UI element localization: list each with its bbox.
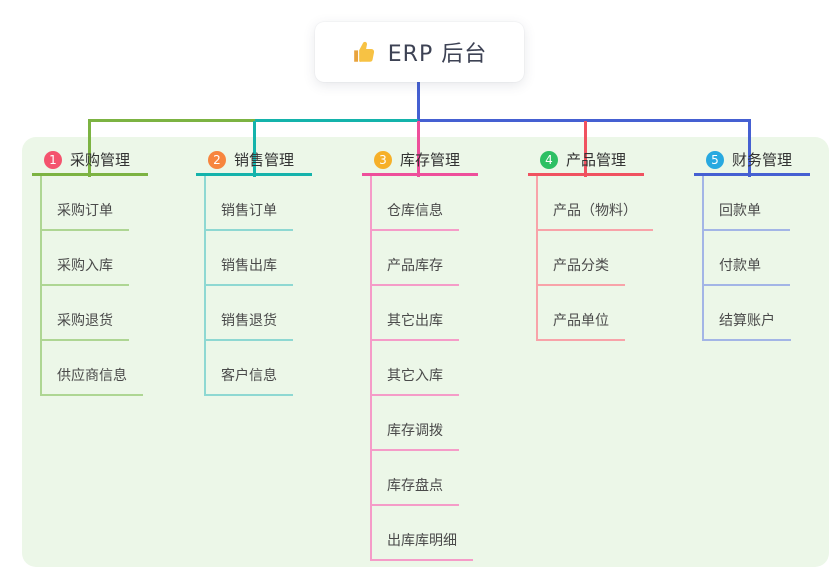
node-label: 供应商信息: [57, 368, 127, 384]
branch-header-inventory[interactable]: 3 库存管理: [362, 146, 478, 176]
node-label: 库存调拨: [387, 423, 443, 439]
connector-horizontal-purchase: [88, 119, 255, 122]
branches-panel: [22, 137, 829, 567]
node-label: 采购入库: [57, 258, 113, 274]
node-item[interactable]: 采购入库: [40, 231, 129, 286]
branch-spine: [536, 176, 538, 341]
node-label: 回款单: [719, 203, 761, 219]
branch-badge-4: 4: [540, 150, 558, 169]
branch-label-inventory: 库存管理: [400, 151, 461, 169]
branch-label-purchase: 采购管理: [70, 151, 131, 169]
node-label: 产品库存: [387, 258, 443, 274]
node-label: 其它出库: [387, 313, 443, 329]
branch-label-finance: 财务管理: [732, 151, 793, 169]
node-item[interactable]: 付款单: [702, 231, 790, 286]
node-label: 仓库信息: [387, 203, 443, 219]
branch-label-sales: 销售管理: [234, 151, 295, 169]
node-label: 销售出库: [221, 258, 277, 274]
branch-header-finance[interactable]: 5 财务管理: [694, 146, 810, 176]
branch-badge-3: 3: [374, 150, 392, 169]
node-item[interactable]: 产品库存: [370, 231, 459, 286]
node-item[interactable]: 产品（物料）: [536, 176, 653, 231]
branch-purchase: 1 采购管理 采购订单采购入库采购退货供应商信息: [32, 146, 148, 396]
branch-children-purchase: 采购订单采购入库采购退货供应商信息: [40, 176, 143, 396]
branch-sales: 2 销售管理 销售订单销售出库销售退货客户信息: [196, 146, 312, 396]
node-item[interactable]: 采购退货: [40, 286, 129, 341]
connector-root-line: [417, 82, 420, 120]
node-item[interactable]: 仓库信息: [370, 176, 459, 231]
node-item[interactable]: 结算账户: [702, 286, 791, 341]
node-item[interactable]: 销售订单: [204, 176, 293, 231]
branch-header-product[interactable]: 4 产品管理: [528, 146, 644, 176]
branch-header-purchase[interactable]: 1 采购管理: [32, 146, 148, 176]
branch-children-finance: 回款单付款单结算账户: [702, 176, 791, 341]
connector-drop-finance: [748, 121, 751, 177]
node-label: 销售退货: [221, 313, 277, 329]
connector-horizontal-sales: [255, 119, 418, 122]
thumbs-up-icon: [353, 41, 374, 62]
branch-finance: 5 财务管理 回款单付款单结算账户: [694, 146, 810, 341]
node-item[interactable]: 库存盘点: [370, 451, 459, 506]
node-item[interactable]: 销售出库: [204, 231, 293, 286]
node-item[interactable]: 其它出库: [370, 286, 459, 341]
node-label: 产品（物料）: [553, 203, 637, 219]
node-item[interactable]: 库存调拨: [370, 396, 459, 451]
branch-spine: [370, 176, 372, 561]
branch-spine: [40, 176, 42, 396]
connector-drop-inventory: [417, 121, 420, 177]
branch-badge-5: 5: [706, 150, 724, 169]
node-item[interactable]: 回款单: [702, 176, 790, 231]
node-item[interactable]: 采购订单: [40, 176, 129, 231]
node-label: 结算账户: [719, 313, 775, 329]
node-item[interactable]: 产品单位: [536, 286, 625, 341]
branch-inventory: 3 库存管理 仓库信息产品库存其它出库其它入库库存调拨库存盘点出库库明细: [362, 146, 478, 561]
node-label: 采购退货: [57, 313, 113, 329]
node-item[interactable]: 其它入库: [370, 341, 459, 396]
connector-drop-purchase: [88, 121, 91, 177]
branch-product: 4 产品管理 产品（物料） 产品分类产品单位: [528, 146, 653, 341]
branch-badge-2: 2: [208, 150, 226, 169]
branch-spine: [702, 176, 704, 341]
node-label: 产品单位: [553, 313, 609, 329]
node-label: 出库库明细: [387, 533, 457, 549]
root-node[interactable]: ERP 后台: [315, 22, 524, 82]
node-item[interactable]: 销售退货: [204, 286, 293, 341]
node-label: 付款单: [719, 258, 761, 274]
node-item[interactable]: 出库库明细: [370, 506, 473, 561]
node-label: 销售订单: [221, 203, 277, 219]
branch-badge-1: 1: [44, 150, 62, 169]
node-label: 采购订单: [57, 203, 113, 219]
connector-drop-sales: [253, 121, 256, 177]
node-item[interactable]: 产品分类: [536, 231, 625, 286]
branch-children-inventory: 仓库信息产品库存其它出库其它入库库存调拨库存盘点出库库明细: [370, 176, 473, 561]
root-title: ERP 后台: [387, 42, 488, 67]
node-label: 其它入库: [387, 368, 443, 384]
connector-horizontal-finance: [418, 119, 751, 122]
branch-label-product: 产品管理: [566, 151, 627, 169]
node-item[interactable]: 客户信息: [204, 341, 293, 396]
branch-spine: [204, 176, 206, 396]
branch-children-product: 产品（物料） 产品分类产品单位: [536, 176, 653, 341]
node-item[interactable]: 供应商信息: [40, 341, 143, 396]
branch-children-sales: 销售订单销售出库销售退货客户信息: [204, 176, 293, 396]
node-label: 客户信息: [221, 368, 277, 384]
branch-header-sales[interactable]: 2 销售管理: [196, 146, 312, 176]
node-label: 产品分类: [553, 258, 609, 274]
connector-drop-product: [584, 121, 587, 177]
node-label: 库存盘点: [387, 478, 443, 494]
